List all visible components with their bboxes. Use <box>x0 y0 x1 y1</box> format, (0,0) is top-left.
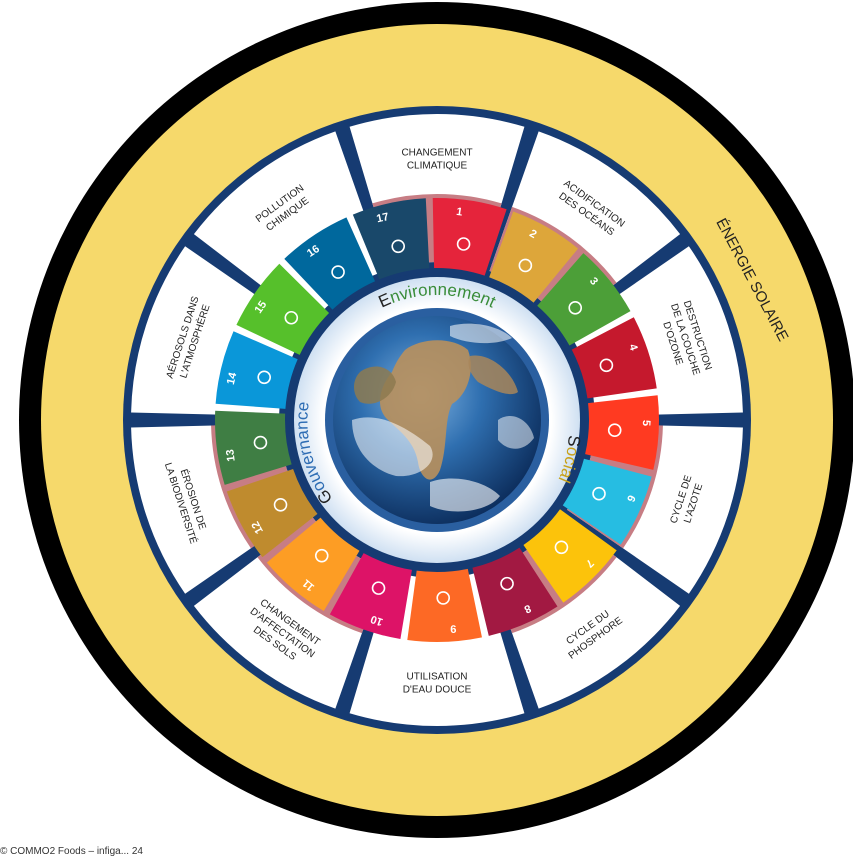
sdg-icon <box>592 486 606 501</box>
sdg-number: 14 <box>225 370 240 386</box>
sdg-tile <box>562 458 652 545</box>
sdg-tile <box>329 553 412 639</box>
sdg-number: 12 <box>250 519 266 535</box>
sdg-icon <box>599 358 614 373</box>
sdg-number: 6 <box>624 493 637 504</box>
sdg-icon <box>456 237 471 251</box>
social-initial: S <box>564 435 584 448</box>
sdg-tile <box>489 211 579 303</box>
sdg-tile <box>266 517 360 611</box>
sdg-icon <box>436 591 451 605</box>
sdg-number: 13 <box>224 449 237 463</box>
sdg-icon <box>500 576 514 591</box>
sdg-number: 15 <box>252 299 269 316</box>
credit-line: © COMMO2 Foods – infiga... 24 <box>0 846 143 857</box>
sdg-number: 16 <box>305 243 322 260</box>
sdg-icon <box>391 239 406 254</box>
sdg-icon <box>273 498 288 512</box>
sdg-number: 4 <box>626 343 640 353</box>
earth-globe <box>333 316 541 524</box>
sdg-tile <box>236 263 330 355</box>
sdg-tile <box>215 410 292 485</box>
sdg-number: 5 <box>640 420 652 427</box>
sdg-tile <box>226 468 318 558</box>
sdg-tile <box>432 198 507 276</box>
sdg-icon <box>331 265 345 279</box>
sdg-tile <box>571 317 657 399</box>
sdg-tile <box>284 217 375 310</box>
sdg-icon <box>554 540 569 555</box>
sdg-icon <box>371 581 386 595</box>
sdg-number: 9 <box>450 622 457 634</box>
sdg-tile <box>537 253 631 346</box>
sdg-number: 2 <box>527 228 538 241</box>
sdg-tile <box>472 547 558 636</box>
sdg-number: 1 <box>455 206 463 219</box>
sdg-number: 17 <box>375 211 390 225</box>
sdg-icon <box>518 258 533 273</box>
sdg-number: 8 <box>522 602 532 615</box>
sdg-tile <box>523 509 617 603</box>
sdg-icon <box>314 548 329 563</box>
sdg-icon <box>607 423 622 438</box>
sdg-icon <box>257 370 271 385</box>
sdg-tile <box>407 568 482 643</box>
sdg-tile <box>585 395 659 470</box>
sdg-icon <box>284 310 299 325</box>
sdg-icon <box>568 301 583 315</box>
sdg-number: 10 <box>369 612 385 627</box>
sdg-tile <box>352 198 430 280</box>
sdg-tile <box>215 331 298 409</box>
sdg-icon <box>253 435 268 450</box>
